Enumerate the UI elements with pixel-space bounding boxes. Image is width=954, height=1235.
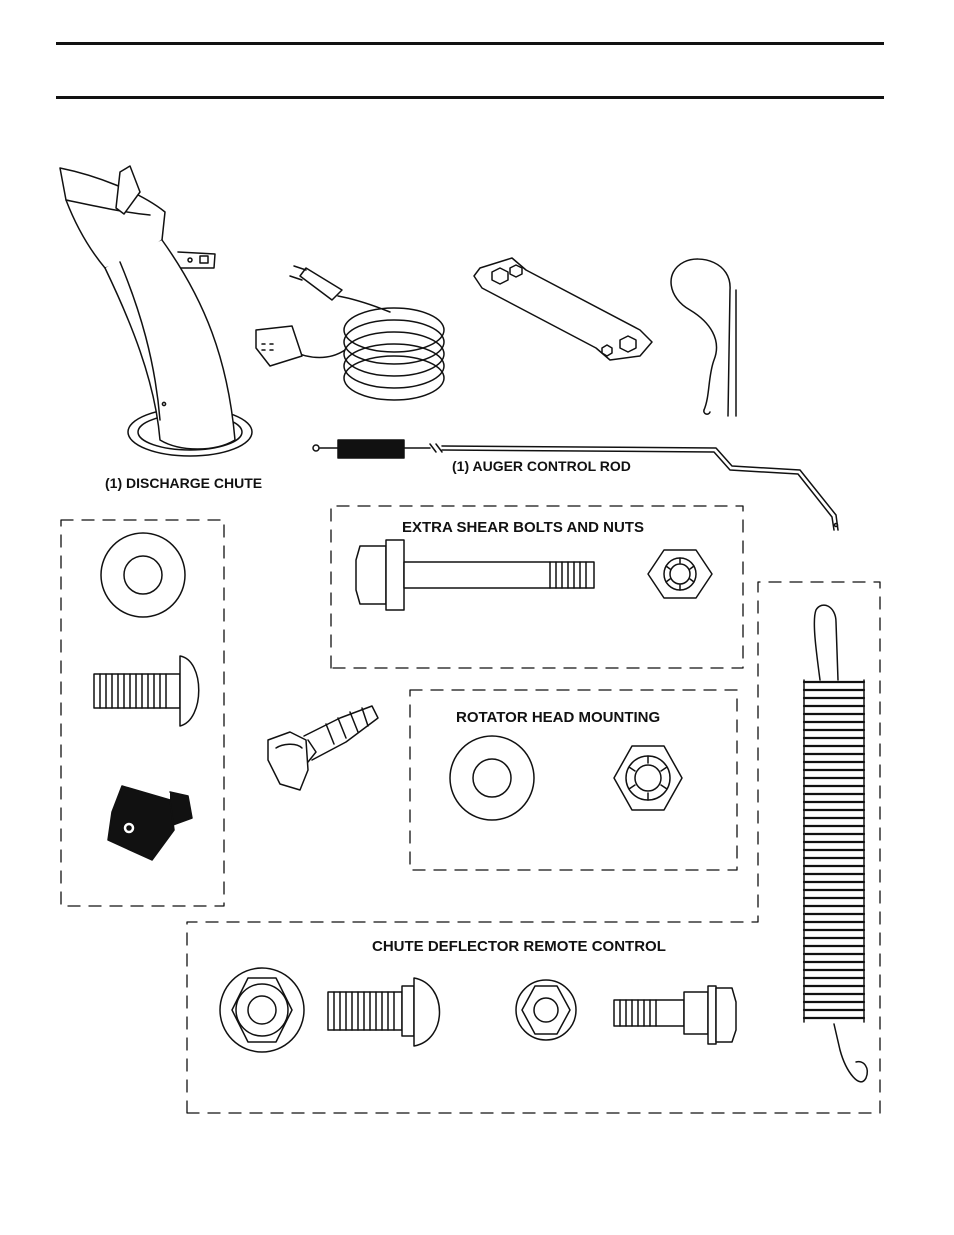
wrench-icon: [474, 258, 652, 360]
auger-control-rod-icon: [313, 440, 838, 530]
label-discharge-chute: (1) DISCHARGE CHUTE: [105, 475, 262, 491]
washer-icon: [450, 736, 534, 820]
shear-bolt-icon: [356, 540, 594, 610]
label-auger-control-rod: (1) AUGER CONTROL ROD: [452, 458, 631, 474]
flange-nut-icon: [220, 968, 304, 1052]
lock-nut-icon: [648, 550, 712, 598]
flange-nut-icon: [516, 980, 576, 1040]
knob-icon: [108, 786, 192, 860]
chute-crank-handle-icon: [268, 706, 378, 790]
lock-nut-icon: [614, 746, 682, 810]
carriage-bolt-icon: [94, 656, 199, 726]
discharge-chute-icon: [60, 166, 252, 456]
washer-icon: [101, 533, 185, 617]
carriage-bolt-icon: [328, 978, 440, 1046]
hex-flange-bolt-icon: [614, 986, 736, 1044]
heading-rotator-head: ROTATOR HEAD MOUNTING: [456, 709, 660, 726]
extension-cord-icon: [256, 266, 444, 400]
extension-spring-icon: [804, 605, 867, 1082]
heading-chute-deflector: CHUTE DEFLECTOR REMOTE CONTROL: [372, 938, 666, 955]
hairpin-clip-icon: [671, 259, 736, 416]
heading-shear-bolts: EXTRA SHEAR BOLTS AND NUTS: [402, 519, 644, 536]
